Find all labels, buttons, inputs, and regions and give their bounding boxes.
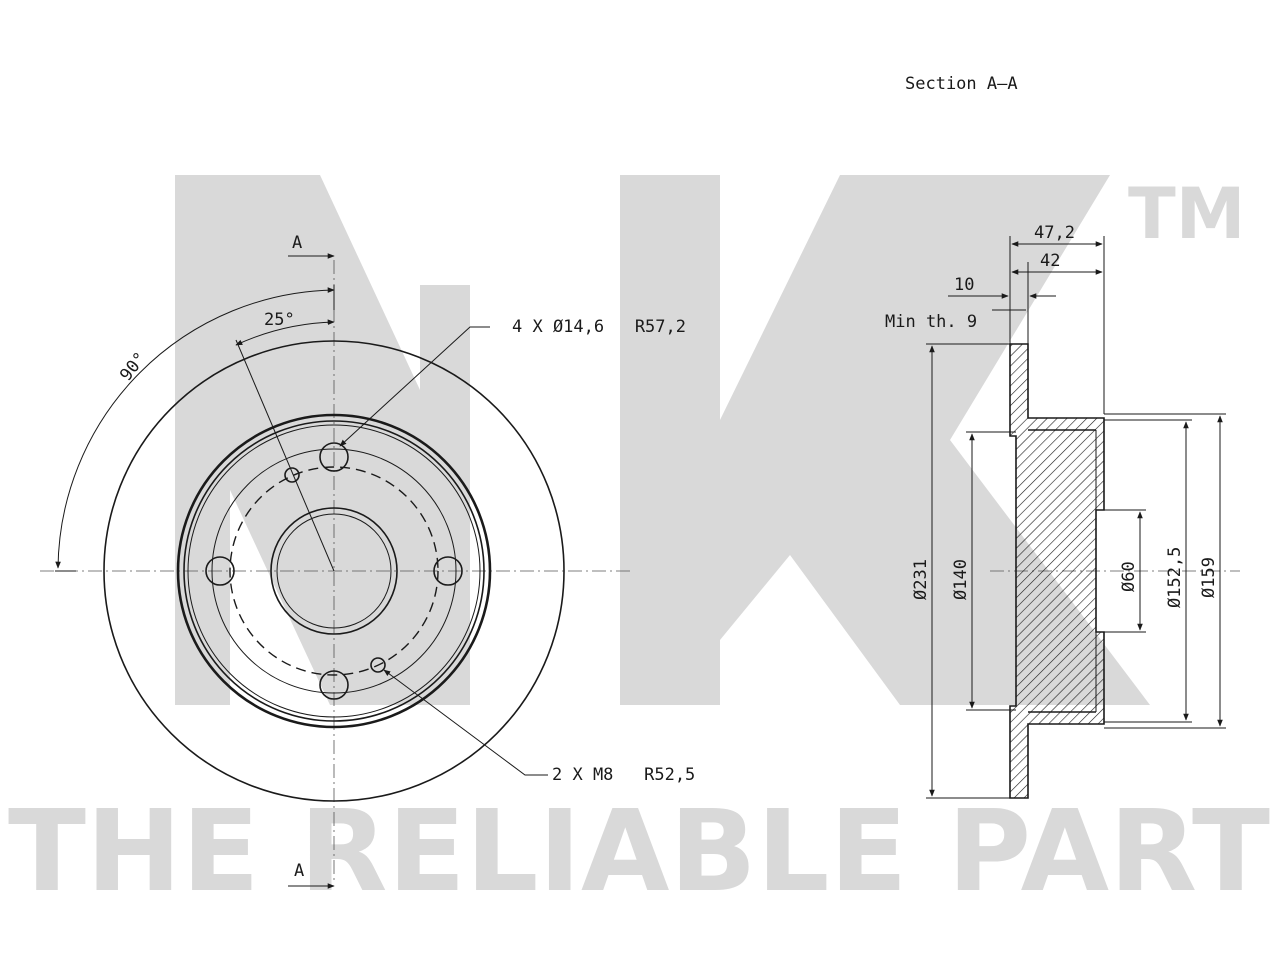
dim-10-label: 10 — [954, 275, 974, 295]
front-view: 25° 90° A A 4 X Ø14,6 R57,2 2 X M8 R52,5 — [40, 233, 695, 889]
rotor-section — [1009, 343, 1105, 799]
section-view: Section A–A Ø231 Ø140 Ø60 Ø152,5 Ø159 — [885, 74, 1240, 799]
dim-47-2-label: 47,2 — [1034, 223, 1075, 243]
slogan-watermark: THE RELIABLE PART — [8, 787, 1270, 917]
min-thickness-label: Min th. 9 — [885, 312, 977, 332]
trademark-text: TM — [1128, 173, 1245, 255]
dim-42-label: 42 — [1040, 251, 1060, 271]
dia-140-label: Ø140 — [951, 559, 971, 600]
dia-152-5-label: Ø152,5 — [1165, 547, 1185, 608]
dia-231-label: Ø231 — [911, 559, 931, 600]
threaded-holes-callout: 2 X M8 R52,5 — [552, 765, 695, 785]
angle-25-label: 25° — [264, 310, 295, 330]
section-title: Section A–A — [905, 74, 1018, 94]
section-marker-bottom: A — [294, 861, 304, 881]
dia-60-label: Ø60 — [1119, 561, 1139, 592]
dia-159-label: Ø159 — [1199, 557, 1219, 598]
angle-90-label: 90° — [116, 349, 151, 386]
section-marker-top: A — [292, 233, 302, 253]
threaded-hole — [370, 657, 386, 673]
bolt-hole — [433, 556, 463, 586]
bolt-hole — [319, 670, 349, 700]
bolt-holes-callout: 4 X Ø14,6 R57,2 — [512, 317, 686, 337]
